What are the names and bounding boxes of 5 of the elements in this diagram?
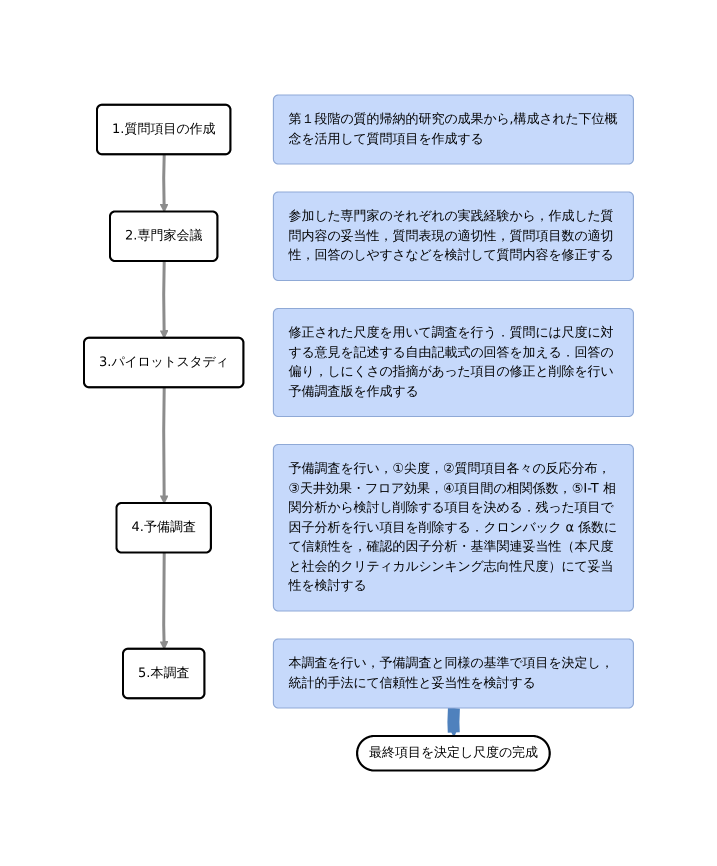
arrow — [159, 154, 168, 213]
arrow — [447, 708, 460, 738]
arrow — [160, 388, 168, 504]
arrow — [160, 262, 168, 339]
arrow — [159, 553, 168, 650]
